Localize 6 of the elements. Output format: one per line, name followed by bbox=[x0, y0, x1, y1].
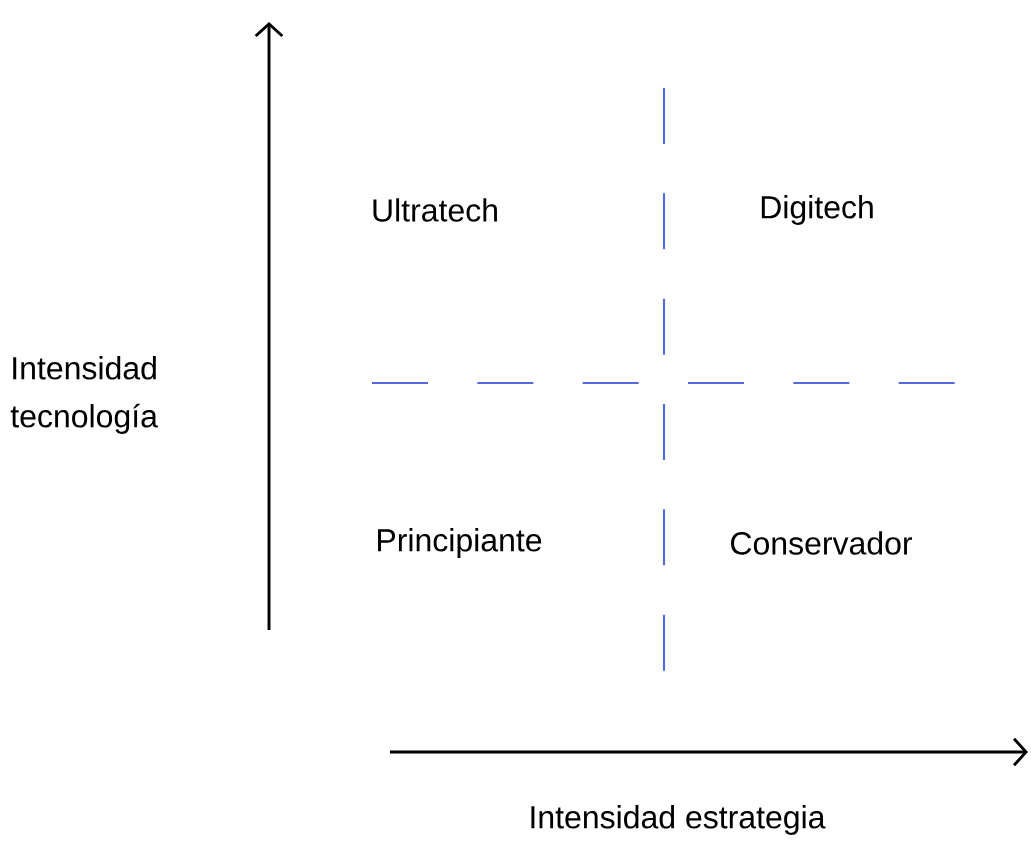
axis-title: Intensidad tecnología bbox=[10, 356, 158, 434]
axis-title: Intensidad estrategia bbox=[531, 805, 826, 835]
quadrant-label: Digitech bbox=[761, 195, 873, 225]
quadrant-label: Ultratech bbox=[373, 198, 497, 222]
quadrant-label: Conservador bbox=[731, 531, 913, 555]
quadrant-label: Principiante bbox=[378, 528, 542, 558]
